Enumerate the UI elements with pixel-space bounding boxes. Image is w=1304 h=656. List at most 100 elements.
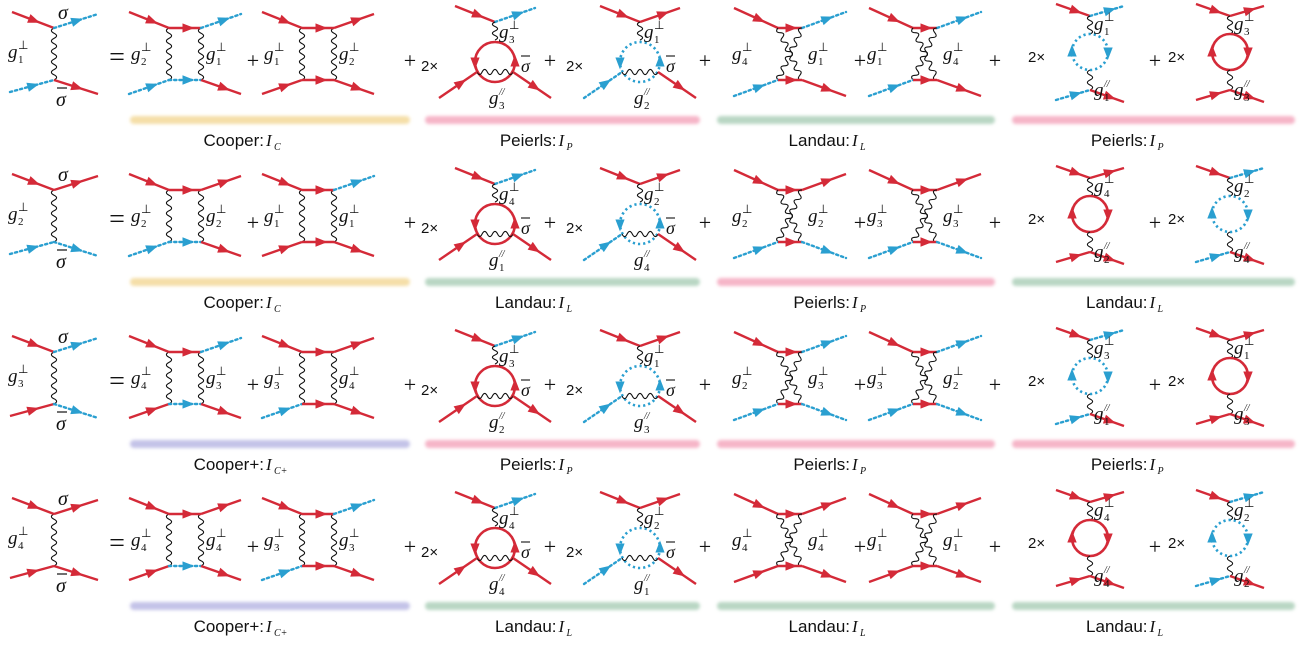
- ladder-rung-left: [298, 27, 306, 81]
- rpa-coefficient: 2×: [1168, 49, 1185, 66]
- ladder-propagator-top-arrow: [182, 185, 195, 195]
- rpa-interaction-bottom: [1086, 69, 1094, 91]
- ladder-leg-in-top-arrow: [278, 338, 291, 348]
- rpa-interaction-top: [1086, 15, 1094, 35]
- plus-sign: +: [989, 534, 1001, 559]
- bubble-loop-arrow-left: [615, 381, 625, 394]
- channel-label-symbol: I: [1149, 617, 1157, 636]
- ladder-leg-in-bottom-arrow: [145, 245, 159, 255]
- crossed-leg-out-top-arrow: [820, 16, 834, 26]
- crossed-label-left-sub: 2: [742, 380, 748, 392]
- rpa-label-bottom-g: g: [1094, 566, 1104, 587]
- crossed-propagator-top-arrow: [785, 509, 798, 519]
- rpa-interaction-bottom: [1086, 231, 1094, 253]
- bubble-label-top-sub: 2: [654, 520, 660, 532]
- bubble-label-bottom-sub: 2: [644, 100, 650, 112]
- ladder-leg-out-top-arrow: [350, 17, 364, 27]
- crossed-label-right-g: g: [943, 44, 953, 65]
- ladder-propagator-top-arrow: [182, 23, 195, 33]
- ladder-label-right-sup: ⊥: [216, 202, 226, 216]
- crossed-label-right-g: g: [943, 206, 953, 227]
- rpa-leg-in-bottom-arrow: [1209, 415, 1222, 425]
- ladder-propagator-bottom-arrow: [315, 237, 328, 247]
- rpa-label-bottom-g: g: [1094, 404, 1104, 425]
- bubble-leg-out-top-arrow: [656, 335, 670, 345]
- rpa-leg-out-top-arrow: [1103, 169, 1116, 179]
- rpa-leg-in-bottom-arrow: [1069, 415, 1082, 425]
- bubble-loop: [473, 364, 517, 408]
- crossed-interaction-b: [911, 351, 938, 405]
- bubble-sigma-bar: σ: [521, 541, 531, 562]
- plus-sign: +: [854, 534, 866, 559]
- crossed-leg-out-bottom-arrow: [955, 568, 969, 578]
- crossed-leg-in-bottom-arrow: [887, 84, 901, 94]
- rpa-label-bottom-sub: 3: [1244, 92, 1250, 104]
- rpa-loop-arrow-left: [1207, 368, 1217, 381]
- channel-label-symbol: I: [1149, 293, 1157, 312]
- lhs-leg-bottom-right-arrow: [70, 243, 84, 253]
- channel-band-peierls: [1012, 116, 1295, 124]
- bubble-label-top-sup: ⊥: [654, 180, 664, 194]
- bubble-label-top-sup: ⊥: [654, 504, 664, 518]
- rpa-interaction-top: [1226, 501, 1234, 521]
- ladder-rung-right: [330, 513, 338, 567]
- ladder-propagator-top-arrow: [315, 185, 328, 195]
- channel-band-cooper: [130, 116, 410, 124]
- bubble-label-bottom-g: g: [489, 412, 499, 433]
- lhs-sigma-label: σ: [58, 164, 69, 186]
- bubble-loop-arrow-left: [470, 57, 480, 70]
- ladder-label-right-sup: ⊥: [349, 202, 359, 216]
- plus-sign: +: [247, 534, 259, 559]
- crossed-leg-out-top-arrow: [955, 16, 969, 26]
- bubble-leg-out-bottom-arrow: [672, 241, 686, 253]
- rpa-label-top-g: g: [1094, 14, 1104, 35]
- crossed-leg-out-bottom-arrow: [820, 244, 834, 254]
- crossed-leg-out-bottom-arrow: [955, 244, 969, 254]
- crossed-label-left-sup: ⊥: [742, 364, 752, 378]
- bubble-label-top-g: g: [499, 22, 509, 43]
- crossed-label-right-sup: ⊥: [818, 40, 828, 54]
- bubble-label-top-sub: 1: [654, 34, 660, 46]
- plus-sign: +: [404, 372, 416, 397]
- lhs-leg-bottom-left-arrow: [26, 82, 40, 92]
- lhs-leg-top-left-arrow: [27, 338, 40, 347]
- lhs-leg-top-right-arrow: [70, 17, 84, 27]
- bubble-label-top-g: g: [499, 346, 509, 367]
- crossed-label-left-g: g: [732, 206, 742, 227]
- ladder-label-left-sub: 2: [141, 56, 147, 68]
- crossed-label-left-sub: 4: [742, 56, 748, 68]
- rpa-loop-arrow-left: [1207, 530, 1217, 543]
- rpa-coefficient: 2×: [1028, 373, 1045, 390]
- rpa-loop-arrow-left: [1067, 530, 1077, 543]
- crossed-label-right-sup: ⊥: [953, 202, 963, 216]
- channel-label-name: Peierls:: [1091, 455, 1148, 474]
- rpa-leg-out-top-arrow: [1243, 331, 1256, 341]
- bubble-leg-in-bottom-arrow: [598, 403, 612, 415]
- bubble-coefficient: 2×: [421, 544, 438, 561]
- ladder-leg-out-bottom-arrow: [217, 81, 231, 91]
- rpa-loop-arrow-left: [1207, 206, 1217, 219]
- ladder-label-left-sup: ⊥: [141, 526, 151, 540]
- ladder-label-left-g: g: [131, 368, 141, 389]
- rpa-leg-out-bottom-arrow: [1102, 252, 1116, 262]
- crossed-propagator-bottom-arrow: [920, 75, 933, 85]
- bubble-label-bottom-g: g: [489, 88, 499, 109]
- crossed-interaction-b: [776, 351, 803, 405]
- plus-sign: +: [699, 48, 711, 73]
